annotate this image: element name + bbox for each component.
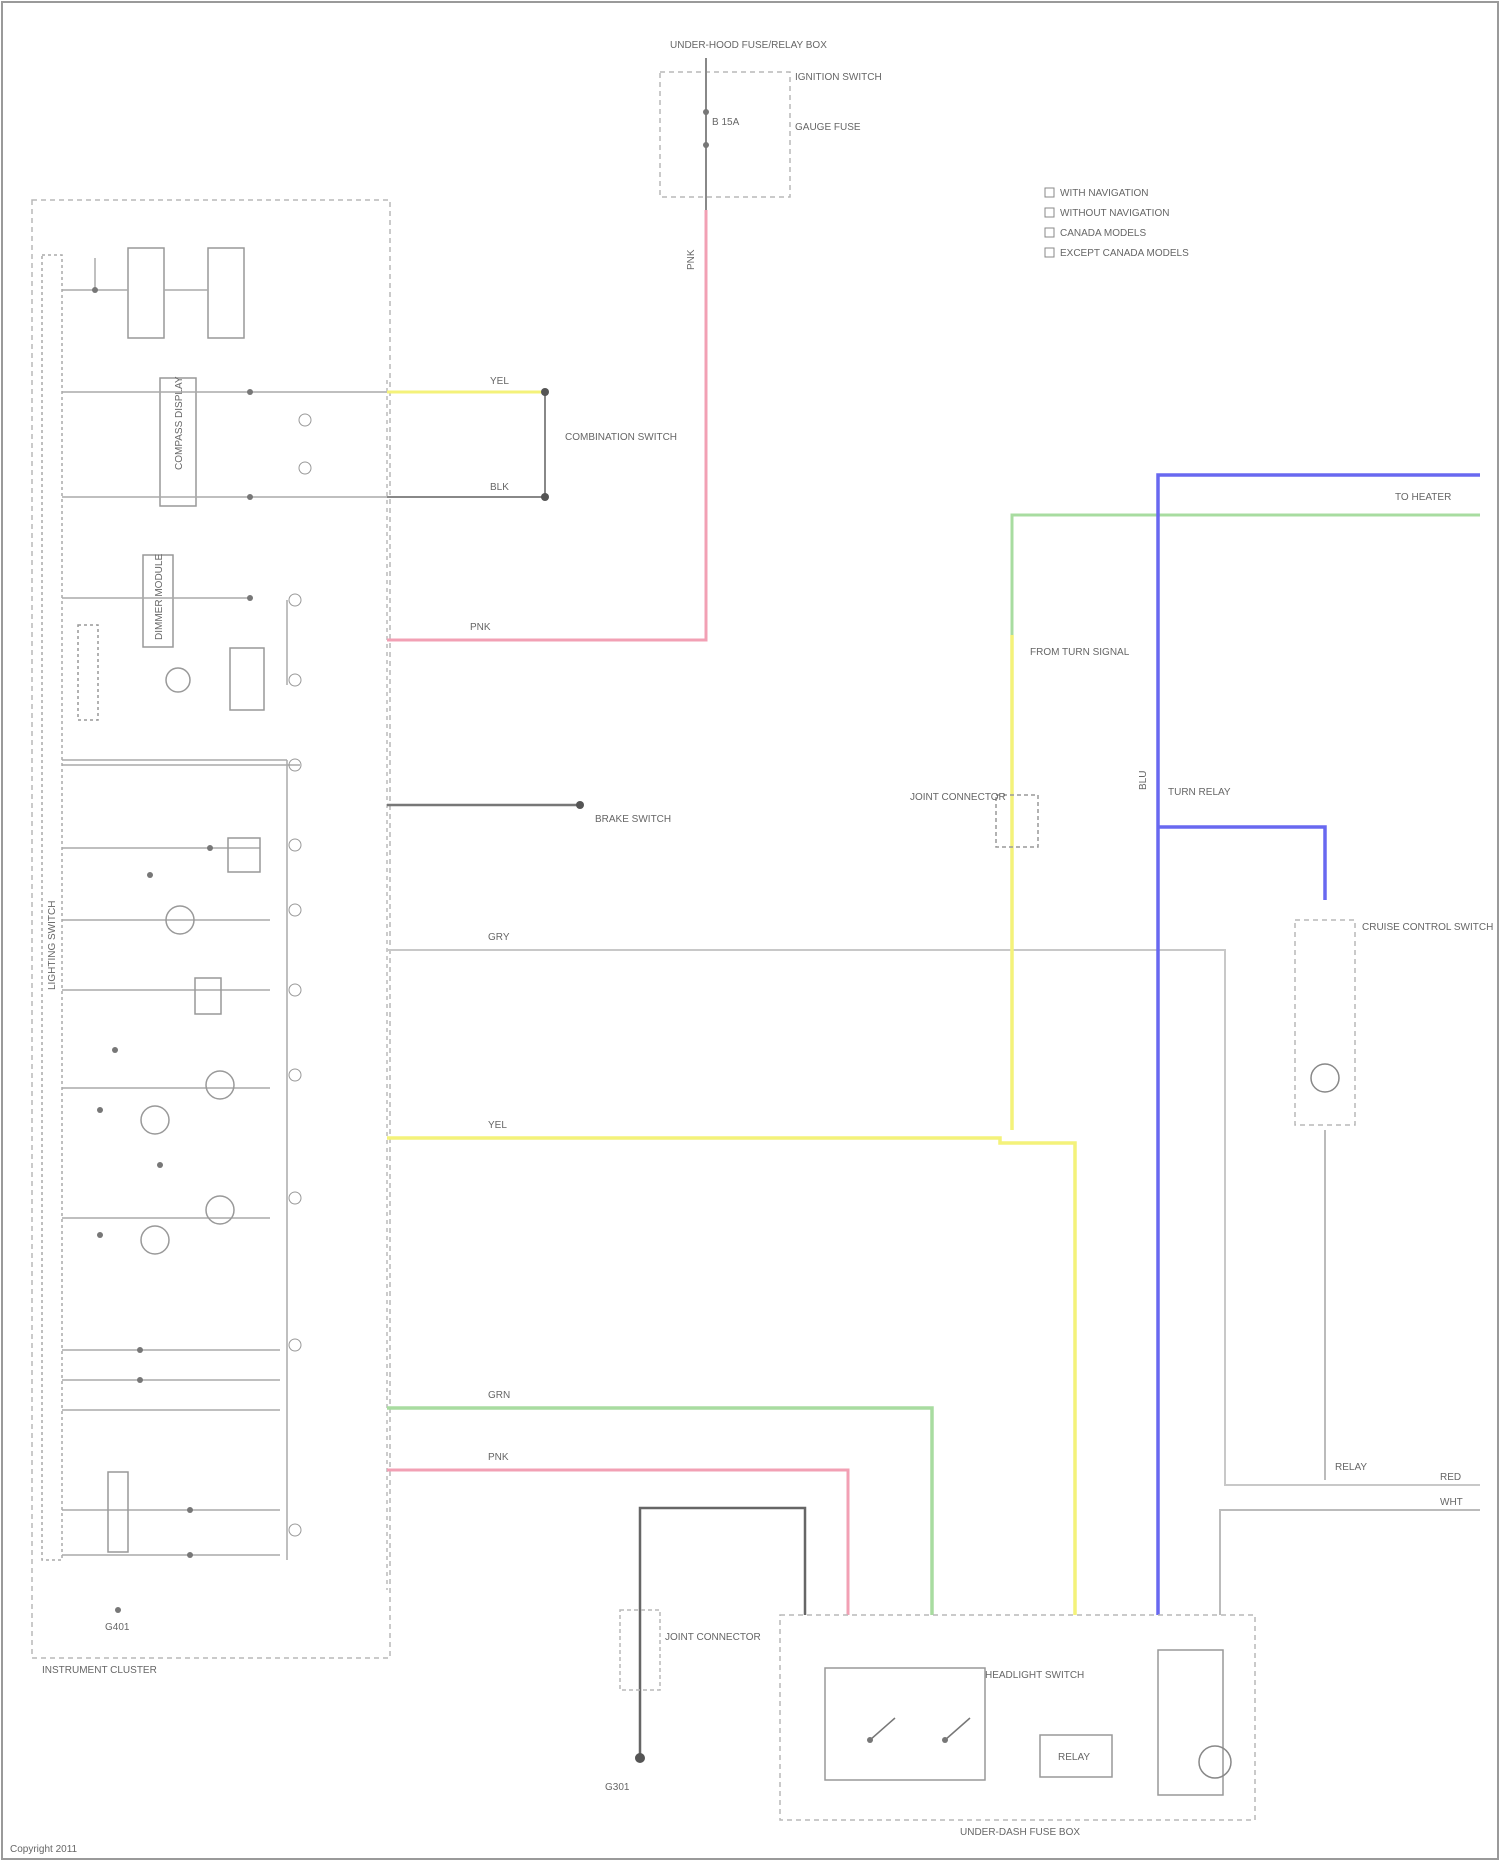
cruise-control-box: CRUISE CONTROL SWITCH (1295, 920, 1493, 1125)
wire-label-blk-top: BLK (490, 482, 509, 493)
under-dash-box-label: UNDER-DASH FUSE BOX (960, 1827, 1080, 1838)
cluster-side-label: LIGHTING SWITCH (47, 901, 58, 990)
legend-line-3: CANADA MODELS (1060, 228, 1146, 239)
legend: WITH NAVIGATION WITHOUT NAVIGATION CANAD… (1045, 188, 1189, 259)
dimmer-module-label: DIMMER MODULE (154, 554, 165, 640)
compass-display-label: COMPASS DISPLAY (174, 376, 185, 470)
ground-left-label: G401 (105, 1622, 130, 1633)
top-fuse-note-label: IGNITION SWITCH (795, 72, 882, 83)
headlight-switch-label: HEADLIGHT SWITCH (985, 1670, 1084, 1681)
wire-pink-top (387, 210, 706, 640)
wire-blue-branch (1158, 827, 1325, 900)
relay-side-label: RELAY (1335, 1462, 1367, 1473)
combination-switch-label: COMBINATION SWITCH (565, 432, 677, 443)
cruise-control-switch-label: CRUISE CONTROL SWITCH (1362, 922, 1493, 933)
wire-label-pnk-mid: PNK (470, 622, 491, 633)
joint-connector-label: JOINT CONNECTOR (910, 792, 1006, 803)
wire-yellow-long (387, 1138, 1075, 1615)
bottom-left-box-label: JOINT CONNECTOR (665, 1632, 761, 1643)
top-fuse-block-label: UNDER-HOOD FUSE/RELAY BOX (670, 40, 827, 51)
wire-gray-long (387, 950, 1480, 1485)
turn-relay-label: TURN RELAY (1168, 787, 1231, 798)
legend-line-1: WITH NAVIGATION (1060, 188, 1149, 199)
wire-pink-bottom (387, 1470, 848, 1615)
wire-label-gry: GRY (488, 932, 510, 943)
wire-green-bottom (387, 1408, 932, 1615)
wire-label-grn: GRN (488, 1390, 510, 1401)
wire-label-pnk-top: PNK (686, 249, 697, 270)
wire-label-red: RED (1440, 1472, 1461, 1483)
side-label-top: TO HEATER (1395, 492, 1451, 503)
under-dash-box: HEADLIGHT SWITCH RELAY UNDER-DASH FUSE B… (780, 1615, 1255, 1838)
top-fuse-block: UNDER-HOOD FUSE/RELAY BOX IGNITION SWITC… (660, 40, 882, 210)
relay-box-label: RELAY (1058, 1752, 1090, 1763)
joint-connector: JOINT CONNECTOR (910, 792, 1038, 847)
wire-green-top (1012, 515, 1480, 635)
instrument-cluster: LIGHTING SWITCH INSTRUMENT CLUSTER COMPA… (32, 200, 390, 1676)
wire-label-wht: WHT (1440, 1497, 1463, 1508)
wire-label-yel-long: YEL (488, 1120, 507, 1131)
wire-right-gray-2 (1220, 1510, 1480, 1615)
side-label-mid: FROM TURN SIGNAL (1030, 647, 1130, 658)
top-fuse-sub-label: GAUGE FUSE (795, 122, 861, 133)
legend-line-4: EXCEPT CANADA MODELS (1060, 248, 1189, 259)
copyright-label: Copyright 2011 (10, 1844, 78, 1855)
ground-bottom-label: G301 (605, 1782, 630, 1793)
wire-label-yel-top: YEL (490, 376, 509, 387)
wire-label-pnk-bottom: PNK (488, 1452, 509, 1463)
brake-switch-label: BRAKE SWITCH (595, 814, 671, 825)
instrument-cluster-label: INSTRUMENT CLUSTER (42, 1665, 157, 1676)
legend-line-2: WITHOUT NAVIGATION (1060, 208, 1169, 219)
top-fuse-value-label: B 15A (712, 117, 740, 128)
wire-label-blu: BLU (1138, 771, 1149, 790)
wire-blue-main (1158, 475, 1480, 1615)
